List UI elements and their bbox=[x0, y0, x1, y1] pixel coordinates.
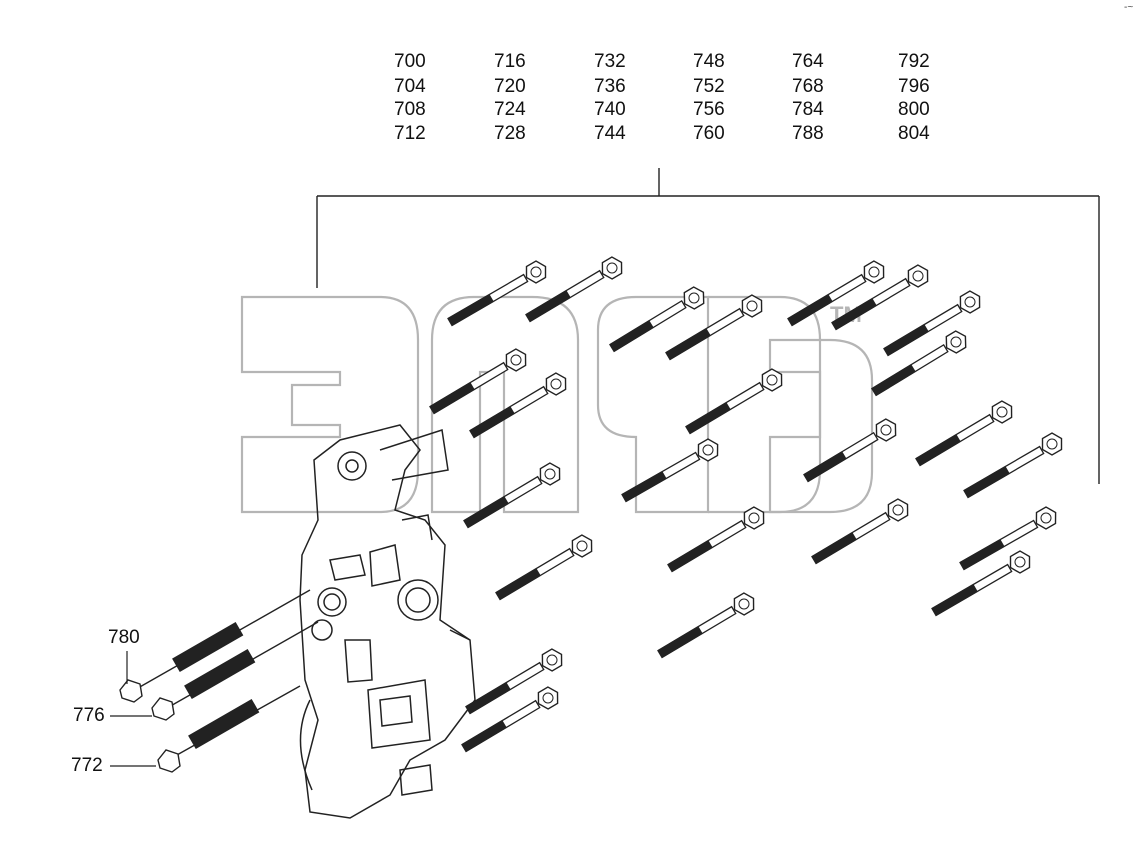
bolt bbox=[469, 372, 567, 439]
housing-drawing bbox=[299, 424, 476, 819]
bolt bbox=[657, 592, 755, 659]
loose-bolts bbox=[429, 256, 1063, 753]
bolt bbox=[959, 506, 1057, 571]
part-number: 764 bbox=[792, 51, 824, 72]
bolt bbox=[621, 438, 719, 503]
part-number: 700 bbox=[394, 51, 426, 72]
bolt-776 bbox=[151, 621, 319, 721]
grouping-bracket bbox=[316, 168, 1100, 484]
part-number: 784 bbox=[792, 99, 824, 120]
part-number: 712 bbox=[394, 123, 426, 144]
watermark-logo: TM bbox=[240, 295, 874, 514]
bolt bbox=[931, 550, 1031, 617]
bolt bbox=[915, 400, 1013, 467]
part-number: 748 bbox=[693, 51, 725, 72]
part-number: 724 bbox=[494, 99, 526, 120]
bolt bbox=[429, 348, 527, 415]
bolt bbox=[883, 290, 981, 357]
callout-label-780: 780 bbox=[108, 627, 140, 648]
corner-mark: -~ bbox=[1124, 2, 1133, 13]
bolt bbox=[495, 534, 593, 601]
bolt bbox=[463, 462, 561, 529]
bolt-772 bbox=[157, 685, 301, 773]
long-bolts bbox=[119, 589, 319, 773]
callout-leaders bbox=[110, 651, 156, 767]
bolt-780 bbox=[119, 589, 311, 703]
callout-label-776: 776 bbox=[73, 705, 105, 726]
part-number: 756 bbox=[693, 99, 725, 120]
bolt bbox=[685, 368, 783, 435]
part-number: 768 bbox=[792, 76, 824, 97]
bolt bbox=[963, 432, 1063, 499]
part-number: 704 bbox=[394, 76, 426, 97]
part-number: 788 bbox=[792, 123, 824, 144]
part-number: 728 bbox=[494, 123, 526, 144]
bolt bbox=[525, 256, 623, 323]
part-number: 708 bbox=[394, 99, 426, 120]
part-number: 800 bbox=[898, 99, 930, 120]
bolt bbox=[665, 294, 763, 361]
bolt bbox=[447, 260, 547, 327]
bolt bbox=[871, 330, 967, 397]
watermark-tm: TM bbox=[830, 302, 862, 327]
part-number: 740 bbox=[594, 99, 626, 120]
part-number: 744 bbox=[594, 123, 626, 144]
bolt bbox=[609, 286, 705, 353]
part-number: 720 bbox=[494, 76, 526, 97]
bolt bbox=[461, 686, 559, 753]
part-number: 796 bbox=[898, 76, 930, 97]
part-number: 752 bbox=[693, 76, 725, 97]
bolt bbox=[803, 418, 897, 483]
part-number: 736 bbox=[594, 76, 626, 97]
bolt bbox=[831, 264, 929, 331]
part-number: 804 bbox=[898, 123, 930, 144]
bolt bbox=[787, 260, 885, 327]
bolt bbox=[811, 498, 909, 565]
bolt bbox=[465, 648, 563, 715]
part-number: 760 bbox=[693, 123, 725, 144]
bolt bbox=[667, 506, 765, 573]
part-number: 716 bbox=[494, 51, 526, 72]
part-number: 792 bbox=[898, 51, 930, 72]
part-number: 732 bbox=[594, 51, 626, 72]
callout-label-772: 772 bbox=[71, 755, 103, 776]
